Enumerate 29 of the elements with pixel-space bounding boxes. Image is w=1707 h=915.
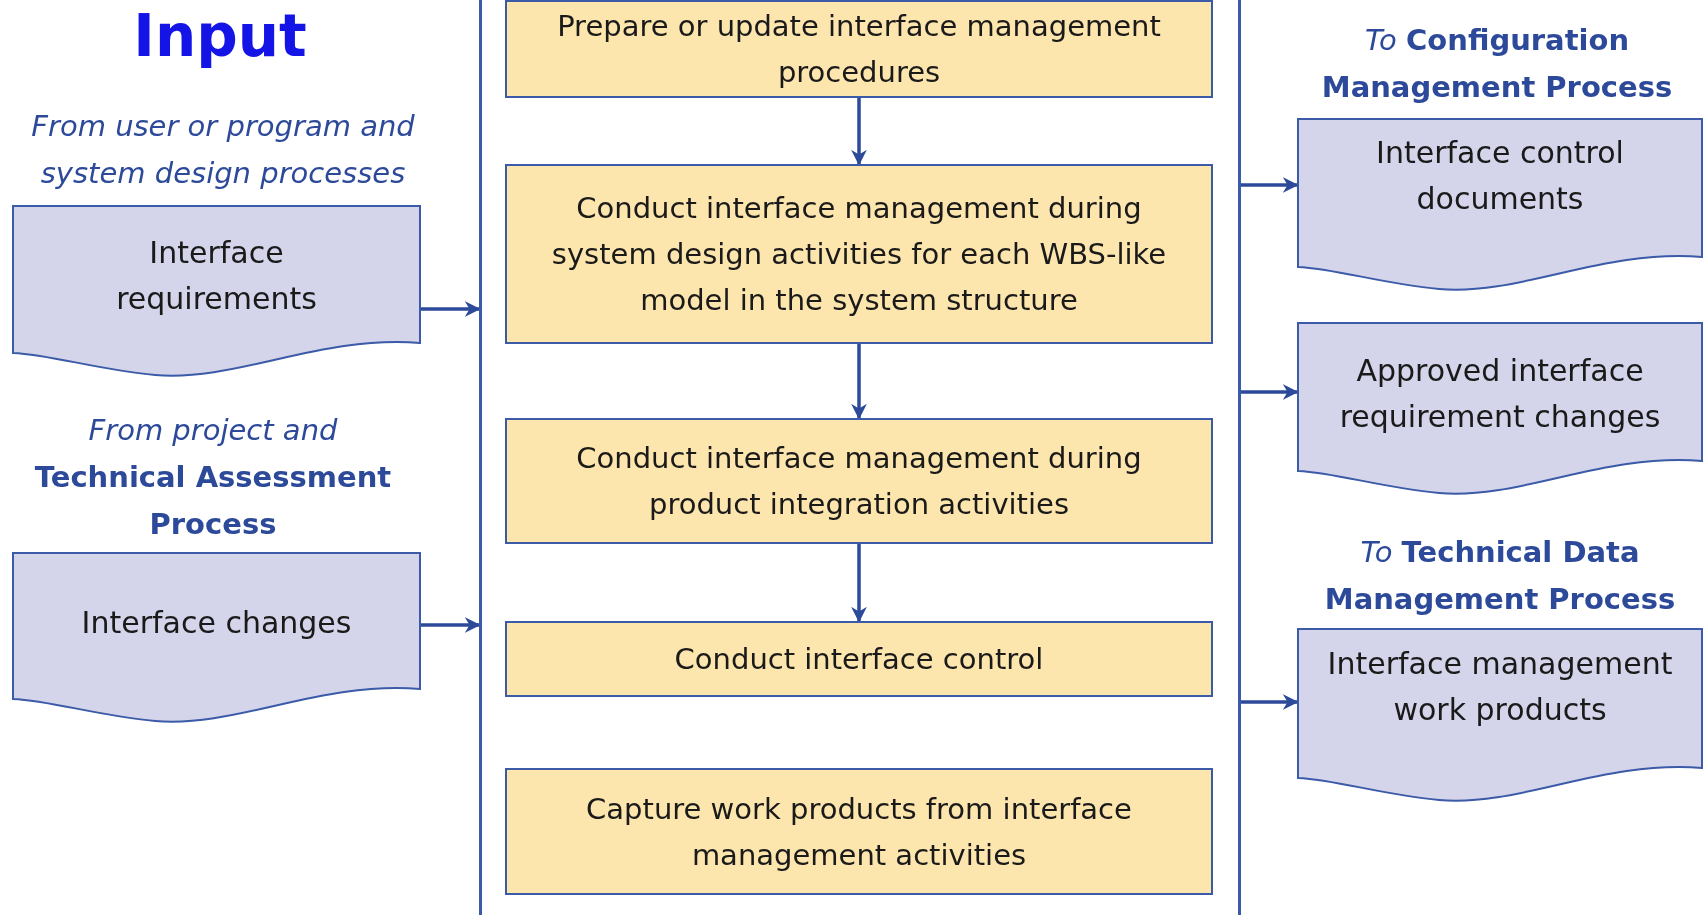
document-label: Interface requirements bbox=[115, 234, 318, 319]
title-heading: Input bbox=[132, 1, 308, 72]
document-label: Interface control documents bbox=[1375, 134, 1625, 219]
process-box bbox=[505, 164, 1213, 344]
source-caption: To Technical Data Management Process bbox=[1323, 534, 1677, 618]
arrow bbox=[851, 544, 867, 623]
arrow bbox=[1241, 694, 1299, 710]
source-caption: To Configuration Management Process bbox=[1320, 22, 1674, 106]
process-panel bbox=[479, 0, 1241, 915]
process-box bbox=[505, 0, 1213, 98]
arrow bbox=[1241, 384, 1299, 400]
document-label: Interface changes bbox=[81, 603, 352, 642]
step-label: Prepare or update interface management procedures bbox=[556, 8, 1162, 91]
process-box bbox=[505, 768, 1213, 895]
step-label: Capture work products from interface management activities bbox=[585, 790, 1133, 874]
step-label: Conduct interface management during product integration activities bbox=[575, 440, 1143, 523]
arrow bbox=[851, 98, 867, 166]
step-label: Conduct interface management during system design activities for each WBS-like model in the system structure bbox=[550, 190, 1168, 319]
arrow bbox=[1241, 177, 1299, 193]
step-label: Conduct interface control bbox=[673, 641, 1045, 678]
source-caption: From user or program and system design processes bbox=[30, 108, 416, 192]
arrow bbox=[421, 301, 481, 317]
process-box bbox=[505, 621, 1213, 697]
document-label: Interface management work products bbox=[1326, 644, 1674, 729]
process-box bbox=[505, 418, 1213, 544]
document-label: Approved interface requirement changes bbox=[1338, 351, 1662, 436]
source-caption: From project and Technical Assessment Process bbox=[33, 412, 393, 543]
arrow bbox=[851, 344, 867, 420]
arrow bbox=[421, 617, 481, 633]
